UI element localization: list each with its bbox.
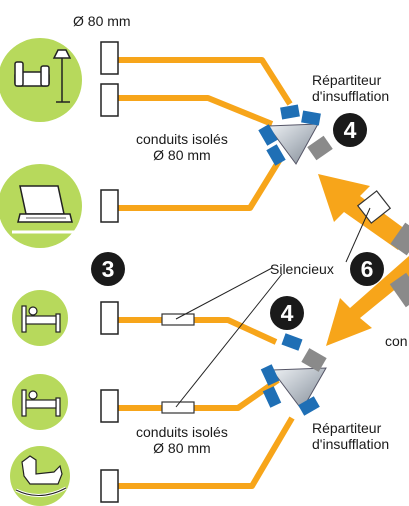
outlet-3 xyxy=(100,189,119,223)
silencer-bedroom-2 xyxy=(161,401,195,414)
duct-office xyxy=(118,154,285,211)
right-units xyxy=(389,222,409,308)
ducts-bottom-line1: conduits isolés xyxy=(136,424,228,440)
ducts-top-line1: conduits isolés xyxy=(136,131,228,147)
distributor-top-line2: d'insufflation xyxy=(312,88,390,104)
distributor-bottom-line2: d'insufflation xyxy=(312,436,390,452)
distributor-bottom xyxy=(260,333,327,416)
bed-icon xyxy=(12,290,68,346)
duct-lines xyxy=(118,57,295,489)
distributor-bottom-number: 4 xyxy=(270,296,304,330)
zone-number-badge: 3 xyxy=(91,252,125,286)
outlet-2 xyxy=(100,83,119,117)
silencer-pointer-lines xyxy=(175,207,371,408)
silencer-boxes xyxy=(161,190,392,414)
distributor-bottom-line1: Répartiteur xyxy=(312,420,382,436)
outlet-6 xyxy=(100,469,119,503)
silencer-label: Silencieux xyxy=(270,261,334,277)
ducts-top-label: conduits isolés Ø 80 mm xyxy=(136,131,228,163)
ducts-bottom-line2: Ø 80 mm xyxy=(153,440,211,456)
living-room-icon xyxy=(0,38,82,122)
silencer-bedroom-1 xyxy=(161,313,195,326)
distributor-top-line1: Répartiteur xyxy=(312,72,382,88)
silencer-number: 6 xyxy=(350,252,384,286)
distributor-bottom-label: Répartiteur d'insufflation xyxy=(312,420,389,452)
main-duct-lower-arrow xyxy=(326,256,409,346)
duct-bedroom-1 xyxy=(118,317,278,345)
room-outlets xyxy=(100,41,119,503)
distributor-top-number: 4 xyxy=(333,113,367,147)
distributor-top xyxy=(258,104,333,166)
distributor-top-label: Répartiteur d'insufflation xyxy=(312,72,389,104)
outlet-4 xyxy=(100,301,119,335)
duct-bedroom-2 xyxy=(118,377,280,411)
office-laptop-icon xyxy=(0,164,82,248)
ducts-bottom-label: conduits isolés Ø 80 mm xyxy=(136,424,228,456)
duct-kids-room xyxy=(118,416,295,489)
room-icons xyxy=(0,38,82,506)
duct-diameter-label: Ø 80 mm xyxy=(73,13,131,29)
ducts-top-line2: Ø 80 mm xyxy=(153,147,211,163)
rocking-horse-icon xyxy=(10,446,70,506)
duct-living-room-2 xyxy=(118,95,274,127)
outlet-5 xyxy=(100,389,119,423)
bed-icon xyxy=(12,374,68,430)
outlet-1 xyxy=(100,41,119,75)
right-cut-text: con xyxy=(385,333,408,349)
silencer-main xyxy=(356,190,392,224)
duct-living-room xyxy=(118,57,293,106)
